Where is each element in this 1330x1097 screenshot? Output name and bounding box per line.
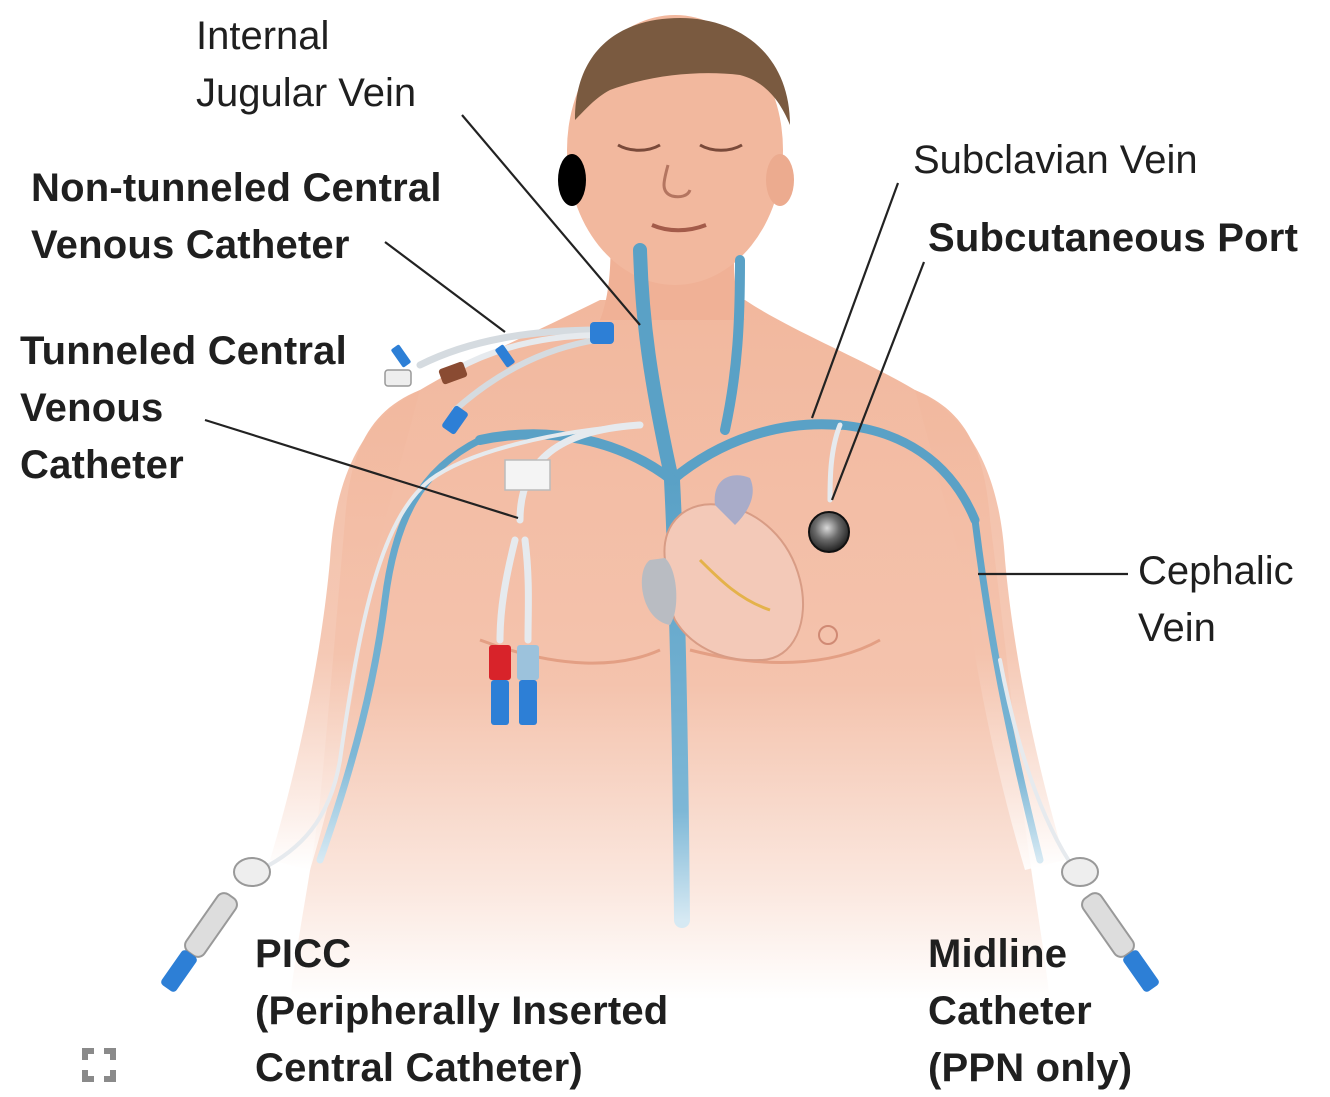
label-tunneled-catheter: Tunneled Central Venous Catheter <box>20 323 347 494</box>
picc-hub <box>182 890 240 960</box>
label-subclavian-vein: Subclavian Vein <box>913 132 1198 189</box>
port <box>809 512 849 552</box>
label-midline-catheter: Midline Catheter (PPN only) <box>928 926 1132 1097</box>
hub-blue-clip <box>391 344 412 368</box>
picc-device <box>160 858 270 993</box>
tunneled-catheter-branch <box>525 540 528 640</box>
subcutaneous-port-body <box>809 512 849 552</box>
hub-white-cap <box>385 370 411 386</box>
label-subcutaneous-port: Subcutaneous Port <box>928 210 1298 267</box>
label-cephalic-vein: Cephalic Vein <box>1138 543 1294 657</box>
torso <box>270 300 1065 1000</box>
hub-blue-cap <box>519 680 537 725</box>
hub-blue-cap <box>491 680 509 725</box>
dressing-pad <box>505 460 550 490</box>
picc-cap <box>160 949 199 994</box>
hub-red-clamp <box>489 645 511 680</box>
label-non-tunneled-catheter: Non-tunneled Central Venous Catheter <box>31 160 442 274</box>
hub-blue-clamp <box>590 322 614 344</box>
ear-left <box>558 154 586 206</box>
head <box>558 15 794 285</box>
logo-mark-icon <box>78 1044 120 1086</box>
hub-lightblue-clamp <box>517 645 539 680</box>
ear-right <box>766 154 794 206</box>
picc-wing <box>234 858 270 886</box>
midline-wing <box>1062 858 1098 886</box>
label-internal-jugular-vein: Internal Jugular Vein <box>196 8 416 122</box>
label-picc: PICC (Peripherally Inserted Central Cath… <box>255 926 668 1097</box>
